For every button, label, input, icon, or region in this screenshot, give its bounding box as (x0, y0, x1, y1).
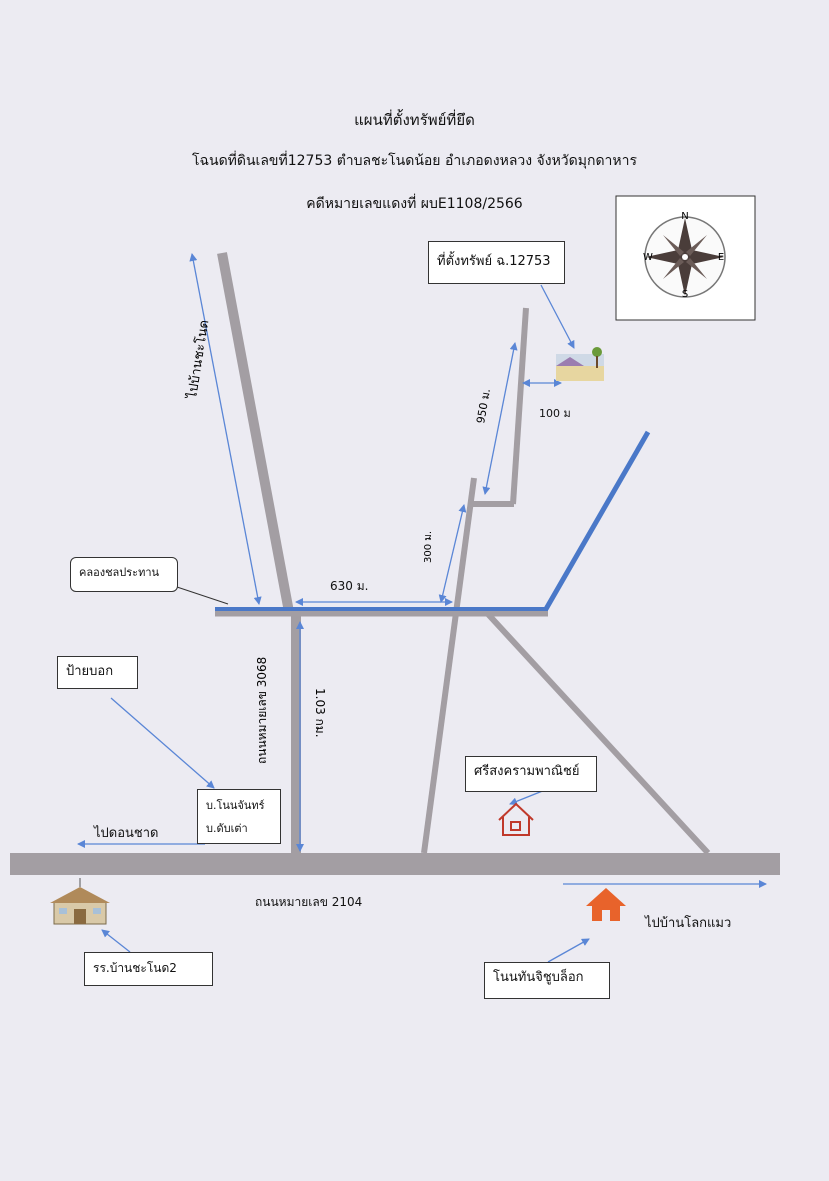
arrow-school (101, 929, 131, 953)
arrow-non-than (547, 938, 590, 963)
canal-callout-pointer (167, 583, 229, 605)
label-dist-950: 950 ม. (474, 388, 493, 425)
sign-line-1: บ.โนนจันทร์ (206, 799, 265, 812)
label-road-3068: ถนนหมายเลข 3068 (255, 657, 269, 764)
arrow-950m (482, 342, 518, 495)
arrow-shop (509, 789, 546, 806)
compass-w: W (643, 252, 653, 263)
school-label-box: รร.บ้านชะโนด2 (84, 952, 213, 986)
map-title: แผนที่ตั้งทรัพย์ที่ยึด (354, 111, 475, 129)
signpost-label-box: ป้ายบอก (57, 656, 138, 689)
road-north-upper (510, 307, 529, 505)
label-road-2104: ถนนหมายเลข 2104 (255, 895, 363, 909)
shop-house-icon (498, 802, 534, 836)
arrow-to-chanot (189, 253, 262, 605)
label-to-lok-maeo: ไปบ้านโลกแมว (645, 916, 732, 931)
road-to-chanot (217, 252, 294, 613)
compass-e: E (718, 252, 724, 263)
label-to-don-chat: ไปดอนชาด (94, 826, 159, 841)
label-to-chanot: ไปบ้านชะโนด (184, 319, 212, 401)
school-icon (50, 878, 110, 925)
signpost-sign: บ.โนนจันทร์ บ.ดับเต่า (197, 789, 281, 844)
compass-n: N (681, 211, 688, 222)
property-label-box: ที่ตั้งทรัพย์ ฉ.12753 (428, 241, 565, 284)
label-dist-300: 300 ม. (423, 531, 434, 563)
deed-line: โฉนดที่ดินเลขที่12753 ตำบลชะโนดน้อย อำเภ… (191, 153, 638, 169)
compass-rose-icon: N S E W (615, 195, 756, 321)
compass-s: S (682, 289, 688, 300)
canal (215, 430, 651, 611)
canal-diagonal (543, 430, 651, 611)
arrows (77, 253, 767, 963)
canal-callout: คลองชลประทาน (70, 557, 178, 592)
label-dist-630: 630 ม. (330, 579, 369, 593)
road-diagonal-east (484, 610, 711, 856)
case-line: คดีหมายเลขแดงที่ ผบE1108/2566 (306, 196, 523, 212)
label-dist-103: 1.03 กม. (313, 688, 327, 738)
property-land-icon (556, 347, 604, 381)
sign-line-2: บ.ดับเต่า (206, 822, 248, 835)
arrow-300m (438, 504, 467, 603)
arrow-signpost (110, 697, 215, 789)
house-icon (586, 888, 626, 921)
non-than-label-box: โนนทันจิชูบล็อก (484, 962, 610, 999)
shop-label-box: ศรีสงครามพาณิชย์ (465, 756, 597, 792)
label-dist-100: 100 ม (539, 407, 571, 420)
arrow-property (540, 284, 575, 349)
